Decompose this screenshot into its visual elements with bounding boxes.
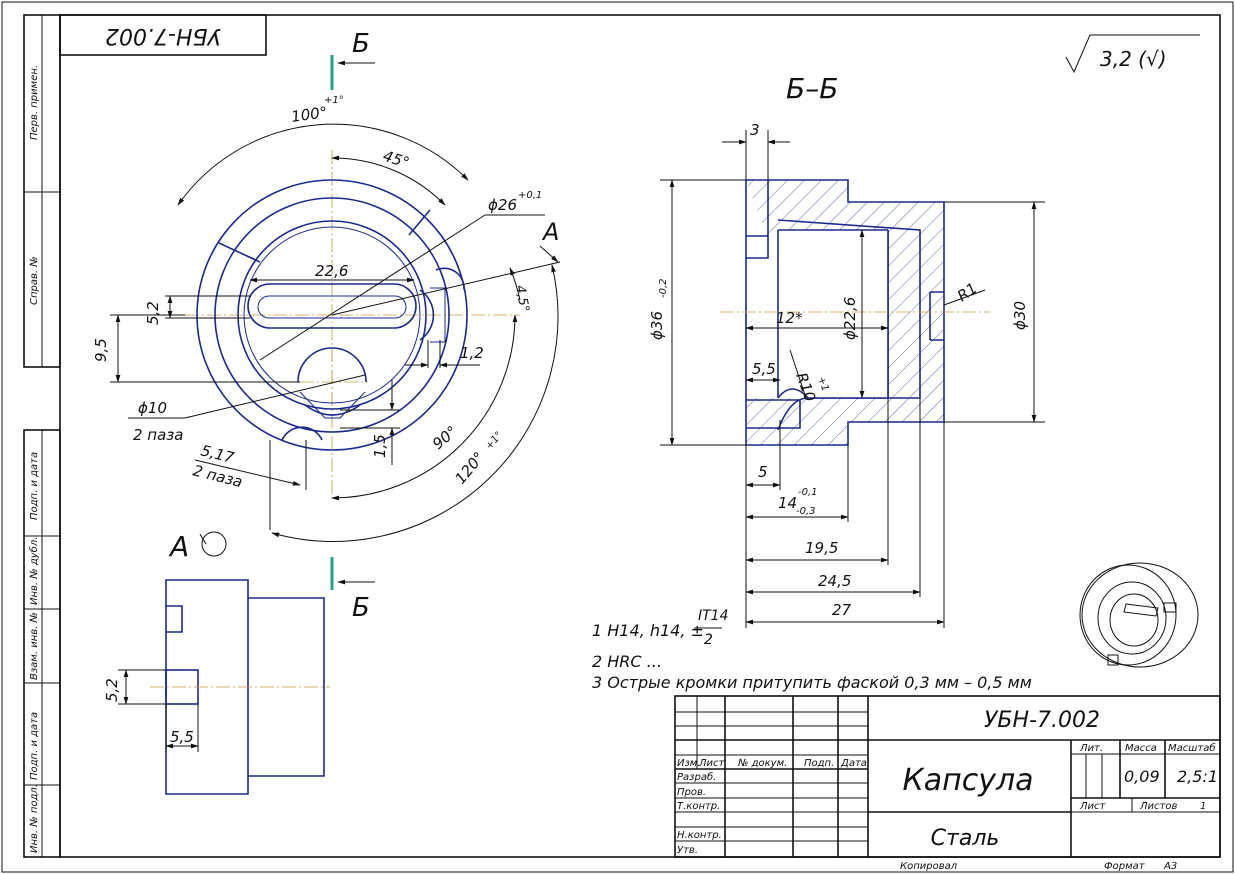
- stamp-scale-label: Масштаб: [1168, 742, 1216, 754]
- viewa-dim-h52: 5,2: [103, 678, 121, 702]
- technical-notes: 1 H14, h14, ± IT14 2 2 HRC ... 3 Острые …: [592, 608, 1032, 692]
- dim-ang100: 100°: [290, 103, 328, 126]
- dim-w5: 5: [758, 463, 768, 481]
- stamp-sheets-label: Листов: [1139, 801, 1177, 812]
- dim-d36: ϕ36: [648, 311, 666, 340]
- dim-r1: R1: [954, 279, 981, 305]
- role-checked: Пров.: [677, 787, 706, 798]
- stamp-sheets-count: 1: [1200, 801, 1206, 812]
- dim-d226: ϕ22,6: [841, 297, 859, 340]
- dim-r10-tol: +1: [815, 375, 830, 393]
- cut-letter-bottom: Б: [352, 593, 370, 623]
- margin-label-first-use: Перв. примен.: [29, 65, 40, 140]
- roughness-symbol: 3,2 (√): [1065, 34, 1200, 74]
- note-1-num: IT14: [698, 608, 729, 624]
- margin-label-sign-date-2: Подп. и дата: [29, 712, 40, 780]
- note-1: 1 H14, h14, ±: [592, 621, 704, 640]
- view-a-arrow-label: A: [541, 218, 559, 246]
- role-developed: Разраб.: [677, 771, 716, 783]
- col-sheet: Лист: [698, 758, 726, 769]
- viewa-dim-w55: 5,5: [170, 728, 194, 746]
- margin-label-sign-date-1: Подп. и дата: [29, 452, 40, 520]
- stamp-doc-code: УБН-7.002: [984, 708, 1100, 733]
- role-approved: Утв.: [677, 845, 698, 856]
- dim-l195: 19,5: [805, 539, 838, 557]
- dim-w226: 22,6: [315, 262, 348, 280]
- stamp-part-name: Капсула: [902, 763, 1033, 798]
- title-block: Изм. Лист № докум. Подп. Дата Разраб. Пр…: [674, 695, 1221, 872]
- stamp-copied-label: Копировал: [900, 861, 958, 872]
- stamp-sheet-label: Лист: [1079, 801, 1107, 812]
- roughness-value: 3,2 (√): [1100, 47, 1167, 71]
- stamp-lit-label: Лит.: [1079, 743, 1103, 754]
- corner-code: УБН-7.002: [105, 23, 221, 48]
- dim-d26: ϕ26: [488, 196, 517, 214]
- dim-d10-note: 2 паза: [133, 426, 183, 444]
- isometric-view: [1079, 562, 1199, 668]
- front-view: Б Б 100° +1° 45° ϕ26 +0,1 A 4,5° 22,6 5,…: [92, 29, 561, 623]
- dim-l12: 12*: [776, 309, 803, 327]
- section-title: Б–Б: [786, 72, 838, 105]
- dim-h52: 5,2: [144, 301, 162, 325]
- stamp-mass-label: Масса: [1125, 743, 1157, 754]
- col-change: Изм.: [677, 758, 701, 769]
- rotate-icon: [201, 531, 227, 557]
- corner-code-box: УБН-7.002: [59, 14, 267, 56]
- dim-w15: 1,5: [371, 434, 389, 458]
- dim-l14: 14: [778, 494, 797, 512]
- dim-l245: 24,5: [818, 572, 851, 590]
- dim-d26-tol: +0,1: [518, 190, 542, 201]
- role-norm-control: Н.контр.: [677, 830, 722, 841]
- margin-label-replace-inv: Взам. инв. №: [29, 612, 40, 680]
- col-doc: № докум.: [737, 758, 787, 769]
- margin-label-orig-inv: Инв. № подл.: [29, 784, 40, 853]
- dim-w12: 1,2: [460, 344, 484, 362]
- dim-w55: 5,5: [752, 360, 776, 378]
- dim-ang90: 90°: [429, 422, 461, 453]
- role-tech-control: Т.контр.: [677, 801, 720, 812]
- stamp-format-value: A3: [1163, 861, 1177, 872]
- note-1-den: 2: [704, 632, 713, 648]
- dim-d36-tol: -0,2: [658, 278, 669, 298]
- dim-d10: ϕ10: [138, 399, 167, 417]
- dim-l14-upper: -0,1: [798, 487, 818, 498]
- col-sign: Подп.: [804, 758, 834, 769]
- section-view: Б–Б ϕ36 -0,2 ϕ30 ϕ22,6: [648, 72, 1045, 628]
- stamp-scale: 2,5:1: [1177, 767, 1218, 786]
- view-a: A 5,2 5,5: [103, 530, 330, 795]
- stamp-format-label: Формат: [1104, 861, 1146, 872]
- dim-ang100-tol: +1°: [324, 95, 344, 106]
- dim-d30: ϕ30: [1011, 301, 1029, 330]
- dim-ang120-tol: +1°: [484, 430, 505, 452]
- view-a-title: A: [168, 530, 189, 563]
- stamp-mass: 0,09: [1124, 767, 1160, 786]
- left-margin-strip: Перв. примен. Справ. № Подп. и дата Инв.…: [23, 14, 61, 858]
- note-2: 2 HRC ...: [592, 652, 662, 671]
- margin-label-dup-inv: Инв. № дубл.: [28, 537, 40, 605]
- dim-w3: 3: [750, 121, 760, 139]
- cut-letter-top: Б: [352, 29, 370, 59]
- note-3: 3 Острые кромки притупить фаской 0,3 мм …: [592, 673, 1032, 692]
- dim-ang120: 120°: [451, 448, 488, 487]
- dim-l27: 27: [832, 601, 852, 619]
- dim-h95: 9,5: [92, 338, 110, 362]
- dim-ang4-5: 4,5°: [512, 284, 531, 313]
- col-date: Дата: [840, 758, 867, 769]
- dim-ang45: 45°: [381, 147, 412, 172]
- stamp-material: Сталь: [931, 826, 1000, 851]
- dim-l14-lower: -0,3: [796, 506, 816, 517]
- margin-label-ref-no: Справ. №: [29, 256, 40, 305]
